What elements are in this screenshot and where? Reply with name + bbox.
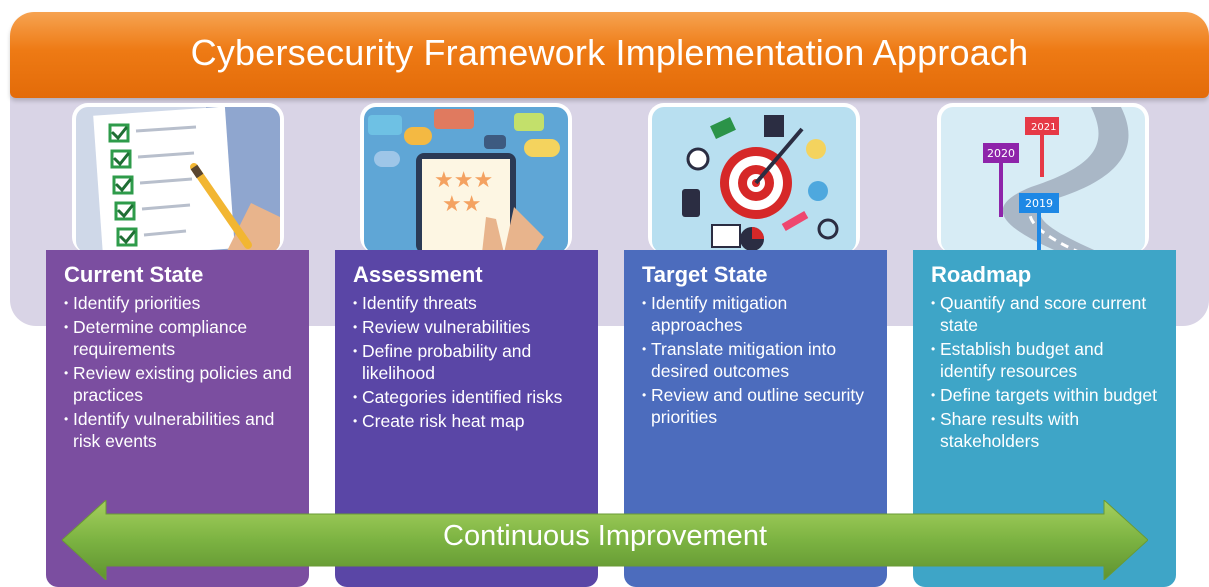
year-2019-label: 2019 xyxy=(1025,197,1053,210)
bullet-icon: • xyxy=(931,296,936,310)
bullet-icon: • xyxy=(353,390,358,404)
list-item: •Create risk heat map xyxy=(353,411,525,431)
road-timeline-icon: 2021 2020 2019 xyxy=(941,107,1145,253)
list-item: •Categories identified risks xyxy=(353,387,563,407)
bullet-icon: • xyxy=(64,320,69,334)
checklist-icon xyxy=(76,107,280,253)
bullet-icon: • xyxy=(642,388,647,402)
rating-illustration: ★★★ ★★ xyxy=(360,103,572,253)
list-item: •Review vulnerabilities xyxy=(353,317,531,337)
list-item: •Define targets within budget xyxy=(931,385,1157,405)
bullet-icon: • xyxy=(931,412,936,426)
bullet-icon: • xyxy=(353,296,358,310)
current-state-list: •Identify priorities •Determine complian… xyxy=(64,292,295,452)
year-2021-label: 2021 xyxy=(1031,122,1056,133)
list-item: •Define probability and likelihood xyxy=(353,341,532,383)
target-illustration xyxy=(648,103,860,253)
target-state-title: Target State xyxy=(642,262,768,287)
bullet-icon: • xyxy=(64,296,69,310)
assessment-list: •Identify threats •Review vulnerabilitie… xyxy=(353,292,584,432)
roadmap-title: Roadmap xyxy=(931,262,1032,287)
list-item: •Determine compliance requirements xyxy=(64,317,248,359)
bullet-icon: • xyxy=(64,366,69,380)
list-item: •Review and outline security priorities xyxy=(642,385,865,427)
bullet-icon: • xyxy=(931,388,936,402)
bullet-icon: • xyxy=(353,414,358,428)
svg-text:★★: ★★ xyxy=(442,192,481,217)
roadmap-list: •Quantify and score current state •Estab… xyxy=(931,292,1162,452)
svg-text:★★★: ★★★ xyxy=(434,168,493,193)
target-state-list: •Identify mitigation approaches •Transla… xyxy=(642,292,873,428)
bullet-icon: • xyxy=(931,342,936,356)
list-item: •Identify priorities xyxy=(64,293,201,313)
roadmap-illustration: 2021 2020 2019 xyxy=(937,103,1149,253)
year-2020-label: 2020 xyxy=(987,147,1015,160)
bullet-icon: • xyxy=(353,344,358,358)
bullet-icon: • xyxy=(642,296,647,310)
rating-tablet-icon: ★★★ ★★ xyxy=(364,107,568,253)
list-item: •Share results with stakeholders xyxy=(931,409,1080,451)
current-state-title: Current State xyxy=(64,262,204,287)
list-item: •Quantify and score current state xyxy=(931,293,1147,335)
bullet-icon: • xyxy=(642,342,647,356)
list-item: •Review existing policies and practices xyxy=(64,363,292,405)
list-item: •Translate mitigation into desired outco… xyxy=(642,339,837,381)
list-item: •Identify mitigation approaches xyxy=(642,293,788,335)
title-banner: Cybersecurity Framework Implementation A… xyxy=(10,12,1209,98)
checklist-illustration xyxy=(72,103,284,253)
list-item: •Identify threats xyxy=(353,293,477,313)
list-item: •Establish budget and identify resources xyxy=(931,339,1104,381)
target-icon xyxy=(652,107,856,253)
assessment-title: Assessment xyxy=(353,262,483,287)
list-item: •Identify vulnerabilities and risk event… xyxy=(64,409,275,451)
page-title: Cybersecurity Framework Implementation A… xyxy=(190,32,1029,73)
bullet-icon: • xyxy=(353,320,358,334)
bullet-icon: • xyxy=(64,412,69,426)
arrow-label: Continuous Improvement xyxy=(443,520,767,552)
continuous-improvement-arrow xyxy=(62,500,1148,580)
